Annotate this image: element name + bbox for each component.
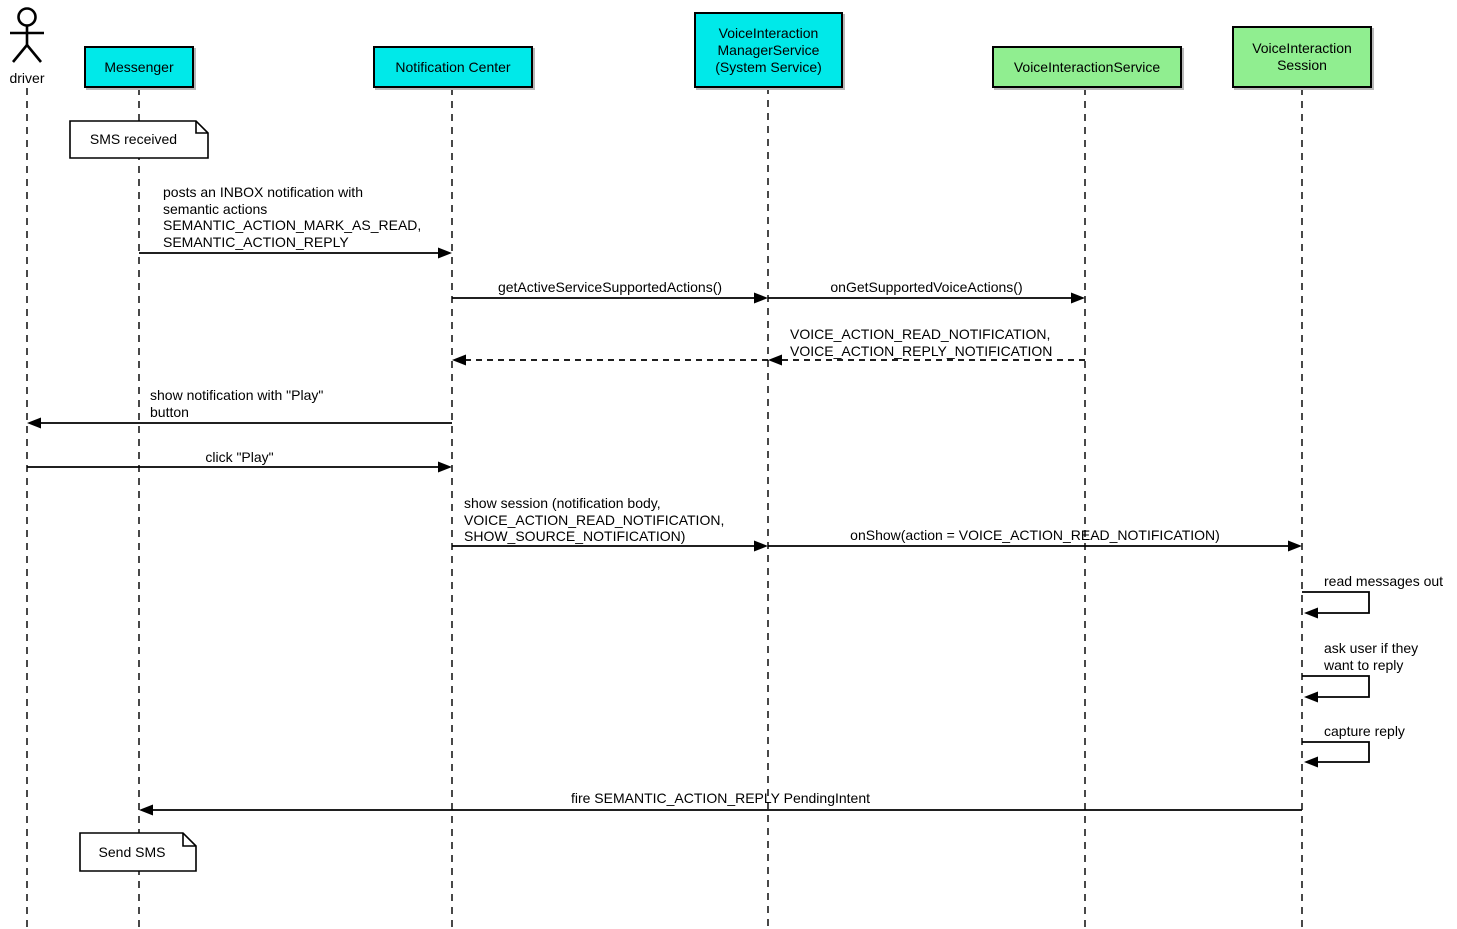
participant-messenger: Messenger [84, 46, 194, 88]
participant-session-label: VoiceInteraction Session [1252, 40, 1352, 73]
note-send-sms-text: Send SMS [98, 844, 166, 860]
lifelines [26, 87, 1303, 929]
actor-driver-icon [10, 7, 44, 63]
arrow-post-inbox [139, 247, 452, 259]
actor-driver-label: driver [9, 70, 45, 86]
message-label-on-get: onGetSupportedVoiceActions() [830, 279, 1023, 295]
message-label-fire-reply: fire SEMANTIC_ACTION_REPLY PendingIntent [570, 790, 871, 806]
note-sms-received-text: SMS received [89, 131, 178, 147]
message-label-voice-actions-return: VOICE_ACTION_READ_NOTIFICATION, VOICE_AC… [790, 326, 1053, 359]
participant-notification-center-label: Notification Center [395, 58, 511, 75]
participant-messenger-label: Messenger [104, 58, 174, 75]
arrow-click-play [27, 461, 452, 473]
arrow-show-session [452, 540, 768, 552]
message-label-capture-reply: capture reply [1324, 723, 1405, 739]
note-sms-received-shape [69, 120, 209, 159]
arrow-on-show [768, 540, 1302, 552]
message-label-get-active: getActiveServiceSupportedActions() [497, 279, 723, 295]
participant-vims: VoiceInteraction ManagerService (System … [694, 12, 843, 88]
message-label-post-inbox: posts an INBOX notification with semanti… [163, 184, 422, 250]
message-arrows [27, 247, 1370, 816]
participant-vis: VoiceInteractionService [992, 46, 1182, 88]
participant-notification-center: Notification Center [373, 46, 533, 88]
arrow-return-to-notification-center [452, 354, 768, 366]
participant-vis-label: VoiceInteractionService [1013, 58, 1161, 75]
participant-session: VoiceInteraction Session [1232, 26, 1372, 88]
arrow-show-notification [27, 417, 452, 429]
message-label-show-notification: show notification with "Play" button [150, 387, 324, 420]
message-label-show-session: show session (notification body, VOICE_A… [464, 495, 725, 544]
arrow-get-active [452, 292, 768, 304]
message-label-read-messages: read messages out [1324, 573, 1444, 589]
arrow-self-read-messages [1302, 591, 1370, 619]
arrow-on-get [768, 292, 1085, 304]
message-label-on-show: onShow(action = VOICE_ACTION_READ_NOTIFI… [850, 527, 1220, 543]
participant-vims-label: VoiceInteraction ManagerService (System … [715, 24, 822, 75]
arrow-self-capture-reply [1302, 741, 1370, 768]
arrow-fire-reply [139, 804, 1302, 816]
arrow-self-ask-user [1302, 675, 1370, 703]
message-label-click-play: click "Play" [205, 449, 274, 465]
notes [69, 120, 209, 872]
arrow-voice-actions-return [768, 354, 1085, 366]
message-label-ask-user: ask user if they want to reply [1324, 640, 1419, 673]
note-send-sms-shape [79, 832, 197, 872]
